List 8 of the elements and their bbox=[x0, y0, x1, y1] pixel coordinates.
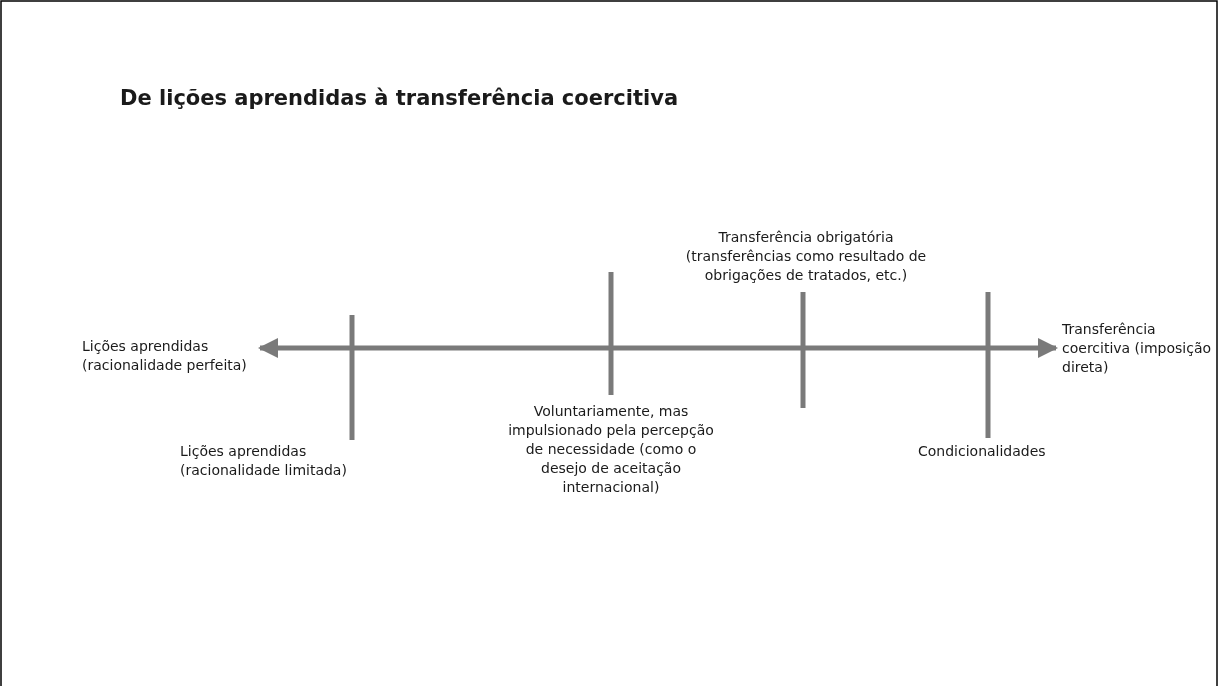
scale-point-label: Lições aprendidas (racionalidade limitada) bbox=[180, 442, 348, 480]
scale-point-label: Condicionalidades bbox=[918, 442, 1047, 461]
endpoint-label: Transferência coercitiva (imposição direta) bbox=[1062, 320, 1212, 377]
double-headed-arrow bbox=[258, 338, 1058, 358]
scale-point-label: Voluntariamente, mas impulsionado pela percepção de necessidade (como o desejo de aceitação internacional) bbox=[507, 402, 715, 497]
title: De lições aprendidas à transferência coercitiva bbox=[120, 86, 679, 110]
scale-point-label: Transferência obrigatória (transferências como resultado de obrigações de tratados, etc.) bbox=[684, 228, 928, 285]
endpoint-label: Lições aprendidas (racionalidade perfeita) bbox=[82, 337, 254, 375]
